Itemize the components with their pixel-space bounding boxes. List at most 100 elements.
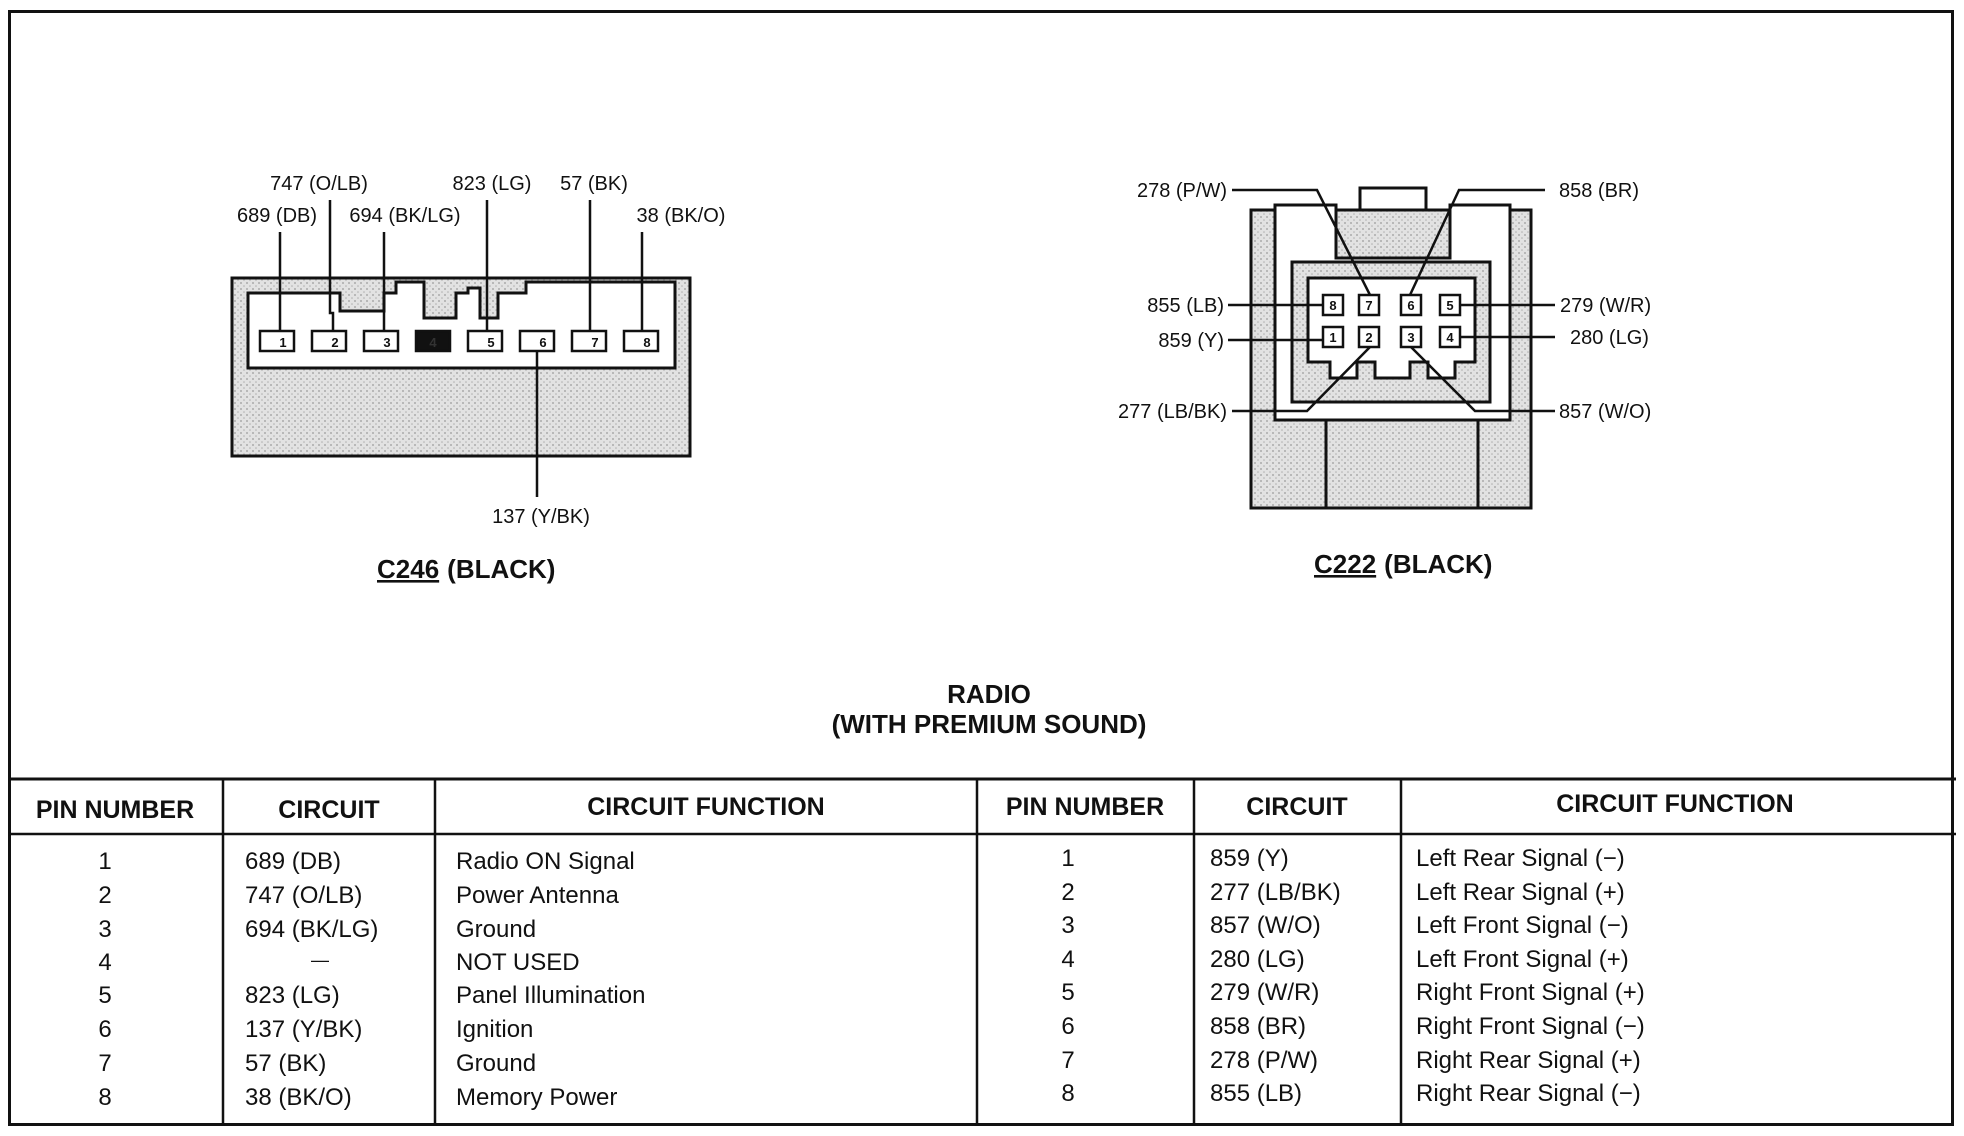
table-cell-pin: 7 [1061, 1047, 1074, 1074]
c246-pin-num: 1 [279, 335, 286, 350]
c246-pin-1 [258, 329, 296, 353]
c222-pin-num: 8 [1329, 298, 1336, 313]
c246-pin-6 [518, 329, 556, 353]
table-header-circuit: CIRCUIT [1246, 793, 1347, 821]
table-cell-circuit: 855 (LB) [1210, 1080, 1302, 1107]
c246-pin-num-filled: 4 [429, 335, 437, 350]
table-cell-pin: 2 [98, 882, 111, 909]
table-cell-function: Right Rear Signal (+) [1416, 1047, 1641, 1074]
table-cell-pin: 7 [98, 1050, 111, 1077]
c246-pin-4-filled [414, 329, 452, 353]
c222-title: C222(BLACK) [1314, 549, 1492, 579]
table-cell-function: Ignition [456, 1016, 533, 1043]
c246-label-38: 38 (BK/O) [637, 205, 726, 227]
c222-pins: 8 7 6 5 1 2 3 4 [1321, 293, 1462, 349]
c222-pin-num: 3 [1407, 330, 1414, 345]
table-cell-circuit: 694 (BK/LG) [245, 916, 378, 943]
c222-lower-bay [1324, 418, 1480, 510]
table-cell-circuit: 57 (BK) [245, 1050, 326, 1077]
table-cell-function: Ground [456, 1050, 536, 1077]
table-cell-circuit: 858 (BR) [1210, 1013, 1306, 1040]
c222-label-278: 278 (P/W) [1137, 180, 1227, 202]
c246-pin-2 [310, 329, 348, 353]
connector-c246: 1 2 3 4 5 6 7 8 747 (O/LB) 823 (LG) 57 (… [230, 173, 726, 584]
table-cell-circuit: 38 (BK/O) [245, 1084, 352, 1111]
c246-pin-7 [570, 329, 608, 353]
c246-cavity [246, 280, 677, 370]
c246-pin-num: 6 [539, 335, 546, 350]
c246-title: C246 (BLACK) [377, 554, 555, 584]
table-cell-function: NOT USED [456, 949, 580, 976]
table-cell-pin: 6 [1061, 1013, 1074, 1040]
c222-id: C222 [1314, 549, 1376, 579]
c246-label-57: 57 (BK) [560, 173, 628, 195]
table-rules [8, 777, 1956, 1126]
table-cell-function: Left Front Signal (−) [1416, 912, 1629, 939]
table-left-rows: 1 689 (DB) Radio ON Signal 2 747 (O/LB) … [98, 848, 645, 1111]
table-cell-function: Left Rear Signal (+) [1416, 879, 1625, 906]
c246-pin-5 [466, 329, 504, 353]
table-cell-pin: 5 [1061, 979, 1074, 1006]
table-cell-circuit: 278 (P/W) [1210, 1047, 1318, 1074]
table-cell-function: Right Front Signal (−) [1416, 1013, 1645, 1040]
c222-label-279: 279 (W/R) [1560, 295, 1651, 317]
table-cell-pin: 3 [1061, 912, 1074, 939]
table-cell-circuit: 277 (LB/BK) [1210, 879, 1341, 906]
c222-pin-block [1306, 276, 1477, 380]
table-cell-pin: 6 [98, 1016, 111, 1043]
table-cell-pin: 4 [1061, 946, 1074, 973]
diagram-heading-line1: RADIO [947, 679, 1031, 709]
c246-pin-num: 2 [331, 335, 338, 350]
c222-pin-1 [1321, 325, 1345, 349]
table-cell-function: Radio ON Signal [456, 848, 635, 875]
table-right-rows: 1 859 (Y) Left Rear Signal (−) 2 277 (LB… [1061, 845, 1644, 1107]
c222-pin-num: 1 [1329, 330, 1336, 345]
c246-pin-num: 3 [383, 335, 390, 350]
c222-pin-num: 4 [1446, 330, 1454, 345]
table-cell-circuit: 280 (LG) [1210, 946, 1305, 973]
table-cell-function: Panel Illumination [456, 982, 645, 1009]
c222-leaders [1228, 188, 1555, 413]
c246-label-823: 823 (LG) [453, 173, 532, 195]
c222-pin-num: 6 [1407, 298, 1414, 313]
table-cell-function: Ground [456, 916, 536, 943]
table-cell-function: Left Rear Signal (−) [1416, 845, 1625, 872]
table-cell-pin: 1 [98, 848, 111, 875]
table-cell-circuit: 689 (DB) [245, 848, 341, 875]
c246-pin-3 [362, 329, 400, 353]
table-header-pin-number: PIN NUMBER [36, 796, 194, 824]
table-cell-circuit: — [311, 950, 329, 970]
table-cell-circuit: 859 (Y) [1210, 845, 1289, 872]
c246-pin-num: 8 [643, 335, 650, 350]
c246-label-747: 747 (O/LB) [270, 173, 368, 195]
c222-label-280: 280 (LG) [1570, 327, 1649, 349]
table-header-circuit-function: CIRCUIT FUNCTION [587, 793, 824, 821]
table-cell-pin: 3 [98, 916, 111, 943]
c246-id: C246 [377, 554, 439, 584]
diagram-heading-line2: (WITH PREMIUM SOUND) [832, 709, 1147, 739]
c222-label-858: 858 (BR) [1559, 180, 1639, 202]
table-cell-function: Power Antenna [456, 882, 619, 909]
c246-pin-num: 7 [591, 335, 598, 350]
table-cell-circuit: 857 (W/O) [1210, 912, 1321, 939]
c222-label-277: 277 (LB/BK) [1118, 401, 1227, 423]
c246-label-137: 137 (Y/BK) [492, 506, 590, 528]
diagram-frame [8, 10, 1954, 1126]
table-cell-pin: 5 [98, 982, 111, 1009]
c246-leaders [278, 200, 644, 497]
c246-label-694: 694 (BK/LG) [349, 205, 460, 227]
table-header-circuit-function: CIRCUIT FUNCTION [1556, 790, 1793, 818]
table-cell-function: Right Front Signal (+) [1416, 979, 1645, 1006]
table-cell-circuit: 747 (O/LB) [245, 882, 362, 909]
table-cell-circuit: 823 (LG) [245, 982, 340, 1009]
c246-label-689: 689 (DB) [237, 205, 317, 227]
table-cell-circuit: 279 (W/R) [1210, 979, 1319, 1006]
c222-pin-num: 2 [1365, 330, 1372, 345]
table-cell-pin: 8 [1061, 1080, 1074, 1107]
connector-c222: 8 7 6 5 1 2 3 4 278 (P/W) 858 (BR) 855 (… [1118, 180, 1651, 579]
table-header-circuit: CIRCUIT [278, 796, 379, 824]
pinout-table: PIN NUMBER CIRCUIT CIRCUIT FUNCTION PIN … [8, 777, 1956, 1126]
c246-color: (BLACK) [447, 554, 555, 584]
c222-pin-num: 7 [1365, 298, 1372, 313]
